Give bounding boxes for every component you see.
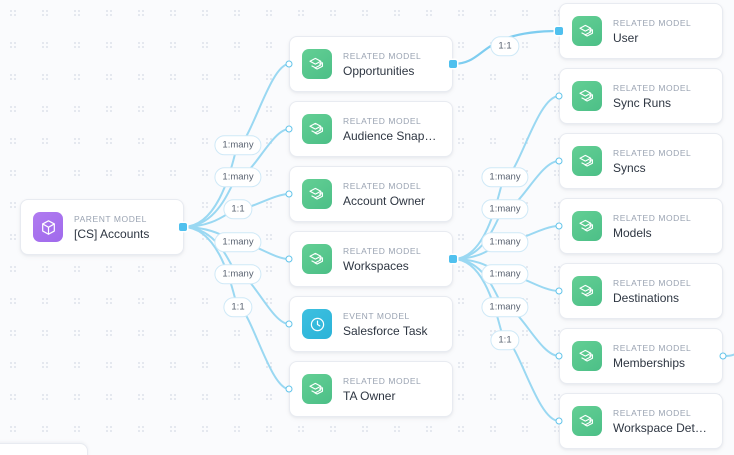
node-name-label: TA Owner [343, 388, 396, 403]
handle-destinations-target[interactable] [555, 287, 563, 295]
clock-icon [302, 309, 332, 339]
layers-icon [302, 374, 332, 404]
node-workspaces[interactable]: RELATED MODEL Workspaces [289, 231, 453, 287]
node-kind-label: PARENT MODEL [74, 213, 147, 224]
node-models[interactable]: RELATED MODEL Models [559, 198, 723, 254]
handle-memberships-target[interactable] [555, 352, 563, 360]
handle-opportunities-target[interactable] [285, 60, 293, 68]
node-name-label: User [613, 30, 639, 45]
handle-account-owner-target[interactable] [285, 190, 293, 198]
relationship-label[interactable]: 1:many [481, 199, 529, 219]
layers-icon [302, 114, 332, 144]
node-name-label: [CS] Accounts [74, 226, 150, 241]
node-kind-label: RELATED MODEL [613, 277, 692, 288]
node-name-label: Memberships [613, 355, 686, 370]
relationship-label[interactable]: 1:many [214, 232, 262, 252]
node-syncs[interactable]: RELATED MODEL Syncs [559, 133, 723, 189]
node-parent-model[interactable]: PARENT MODEL [CS] Accounts [20, 199, 184, 255]
node-name-label: Salesforce Task [343, 323, 428, 338]
node-account-owner[interactable]: RELATED MODEL Account Owner [289, 166, 453, 222]
node-audience-snapshot[interactable]: RELATED MODEL Audience Snapshot [289, 101, 453, 157]
node-ta-owner[interactable]: RELATED MODEL TA Owner [289, 361, 453, 417]
layers-icon [572, 81, 602, 111]
relationship-label[interactable]: 1:many [481, 167, 529, 187]
node-name-label: Opportunities [343, 63, 415, 78]
relationship-label[interactable]: 1:1 [223, 297, 253, 317]
handle-audience-snapshot-target[interactable] [285, 125, 293, 133]
handle-models-target[interactable] [555, 222, 563, 230]
node-user[interactable]: RELATED MODEL User [559, 3, 723, 59]
layers-icon [302, 179, 332, 209]
handle-workspace-details-target[interactable] [555, 417, 563, 425]
relationship-label[interactable]: 1:1 [223, 199, 253, 219]
handle-memberships-source[interactable] [719, 352, 727, 360]
node-kind-label: RELATED MODEL [343, 375, 422, 386]
node-name-label: Destinations [613, 290, 680, 305]
node-kind-label: RELATED MODEL [613, 212, 692, 223]
node-workspace-details[interactable]: RELATED MODEL Workspace Details [559, 393, 723, 449]
node-destinations[interactable]: RELATED MODEL Destinations [559, 263, 723, 319]
node-kind-label: RELATED MODEL [343, 50, 422, 61]
node-opportunities[interactable]: RELATED MODEL Opportunities [289, 36, 453, 92]
node-name-label: Sync Runs [613, 95, 672, 110]
node-name-label: Account Owner [343, 193, 426, 208]
handle-salesforce-task-target[interactable] [285, 320, 293, 328]
handle-workspaces-target[interactable] [285, 255, 293, 263]
node-name-label: Workspaces [343, 258, 409, 273]
relationship-label[interactable]: 1:many [481, 264, 529, 284]
relationship-label[interactable]: 1:many [214, 264, 262, 284]
layers-icon [572, 16, 602, 46]
cube-icon [33, 212, 63, 242]
node-kind-label: RELATED MODEL [343, 245, 422, 256]
handle-sync-runs-target[interactable] [555, 92, 563, 100]
layers-icon [572, 211, 602, 241]
node-kind-label: RELATED MODEL [613, 82, 692, 93]
relationship-label[interactable]: 1:1 [490, 330, 520, 350]
relationship-label[interactable]: 1:many [481, 232, 529, 252]
relationship-label[interactable]: 1:many [214, 167, 262, 187]
handle-user-target[interactable] [555, 27, 563, 35]
node-name-label: Models [613, 225, 652, 240]
handle-syncs-target[interactable] [555, 157, 563, 165]
layers-icon [572, 146, 602, 176]
relationship-label[interactable]: 1:1 [490, 36, 520, 56]
relationship-label[interactable]: 1:many [481, 297, 529, 317]
node-kind-label: RELATED MODEL [343, 115, 422, 126]
node-memberships[interactable]: RELATED MODEL Memberships [559, 328, 723, 384]
relationship-label[interactable]: 1:many [214, 135, 262, 155]
layers-icon [302, 244, 332, 274]
node-kind-label: RELATED MODEL [613, 147, 692, 158]
handle-opportunities-source[interactable] [449, 60, 457, 68]
node-kind-label: RELATED MODEL [613, 342, 692, 353]
layers-icon [572, 341, 602, 371]
node-salesforce-task[interactable]: EVENT MODEL Salesforce Task [289, 296, 453, 352]
node-kind-label: RELATED MODEL [613, 407, 692, 418]
node-sync-runs[interactable]: RELATED MODEL Sync Runs [559, 68, 723, 124]
node-kind-label: RELATED MODEL [613, 17, 692, 28]
node-name-label: Syncs [613, 160, 646, 175]
layers-icon [302, 49, 332, 79]
handle-ta-owner-target[interactable] [285, 385, 293, 393]
bottom-left-panel[interactable] [0, 443, 88, 455]
layers-icon [572, 406, 602, 436]
layers-icon [572, 276, 602, 306]
handle-parent-source[interactable] [179, 223, 187, 231]
node-name-label: Audience Snapshot [343, 128, 440, 143]
node-kind-label: EVENT MODEL [343, 310, 410, 321]
node-name-label: Workspace Details [613, 420, 710, 435]
node-kind-label: RELATED MODEL [343, 180, 422, 191]
handle-workspaces-source[interactable] [449, 255, 457, 263]
